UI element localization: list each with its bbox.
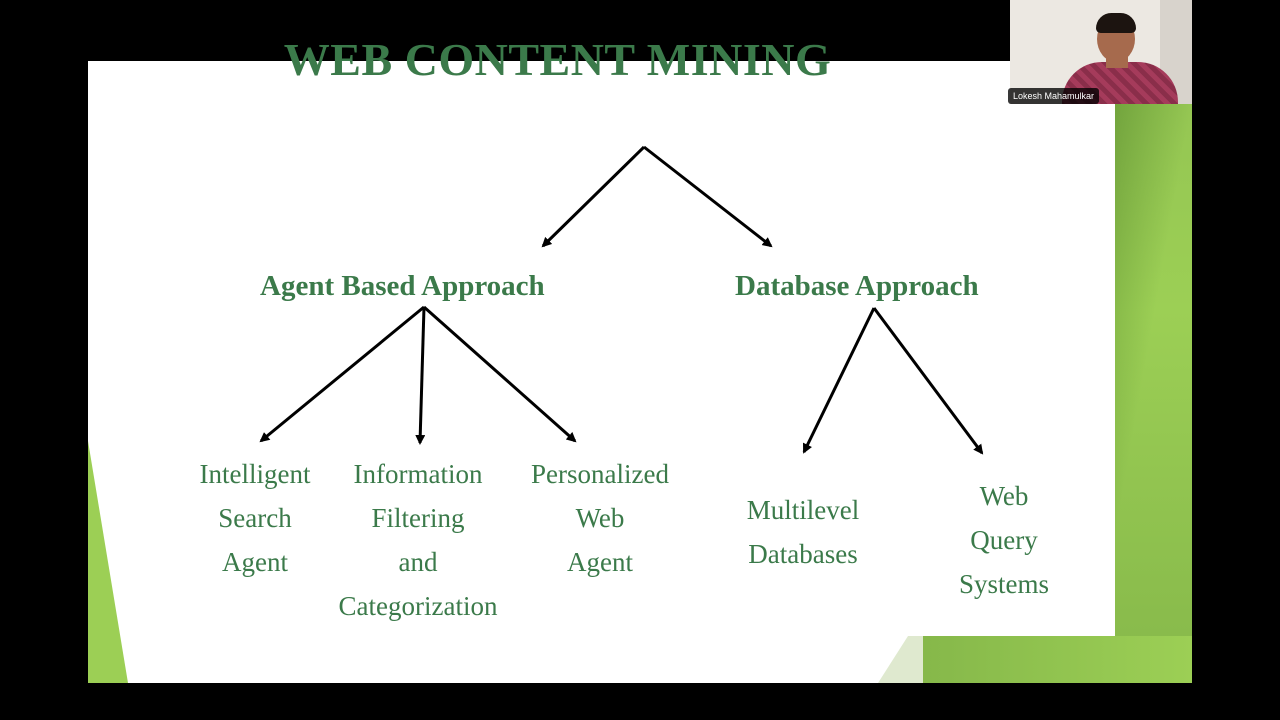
arrow-agent-to-information [415,306,426,445]
arrow-database-to-multilevel [802,307,876,454]
slide-decoration-right-shade [1115,61,1192,683]
leaf-multilevel-databases: Multilevel Databases [746,495,860,569]
leaf-personalized-web-agent: Personalized Web Agent [531,459,669,577]
arrow-agent-to-personalized [423,305,577,443]
arrow-agent-to-intelligent [259,305,425,443]
participant-name-label: Lokesh Mahamulkar [1008,88,1100,104]
leaf-web-query-systems: Web Query Systems [958,481,1050,599]
arrow-database-to-web-query [872,307,984,455]
participant-video-tile[interactable] [1010,0,1192,104]
participant-hair [1096,13,1136,33]
slide-title: WEB CONTENT MINING [283,34,832,85]
arrow-title-to-database [643,145,773,248]
branch-agent-based-approach: Agent Based Approach [260,270,545,302]
branch-database-approach: Database Approach [735,270,979,302]
slide-decoration-bottom [923,636,1192,683]
slide-content-panel [88,61,1115,636]
presentation-slide [88,61,1192,683]
leaf-information-filtering: Information Filtering and Categorization [338,459,498,621]
arrow-title-to-agent [541,145,646,248]
leaf-intelligent-search-agent: Intelligent Search Agent [199,459,311,577]
